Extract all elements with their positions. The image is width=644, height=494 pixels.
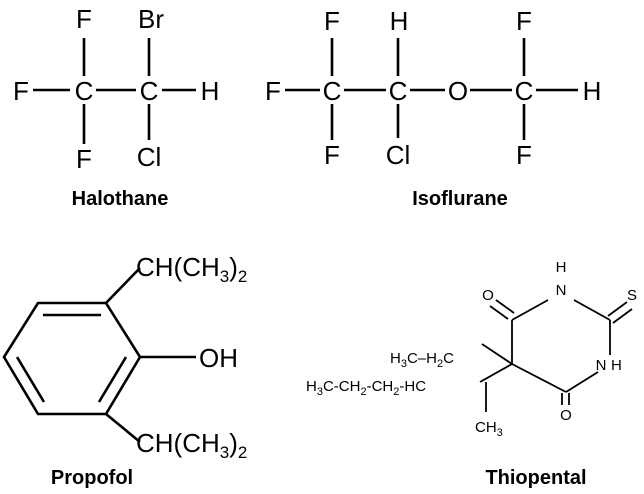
halothane-name: Halothane <box>72 188 169 210</box>
halothane-bonds <box>33 38 196 144</box>
halothane-atom-cl: Cl <box>137 142 162 172</box>
thiopental-atom-o-top: O <box>482 287 494 304</box>
halothane-structure: F Br F C C H F Cl Halothane <box>13 4 219 210</box>
thiopental-exocyclic-bonds <box>479 299 633 412</box>
thiopental-pentyl-group: H3C-CH2-CH2-HC <box>306 378 426 398</box>
propofol-ring <box>2 301 142 416</box>
thiopental-atom-s: S <box>627 287 637 304</box>
isoflurane-atom-c2: C <box>389 76 408 106</box>
isoflurane-atom-c3: C <box>515 76 534 106</box>
halothane-atom-c2: C <box>140 76 159 106</box>
halothane-atom-f-top: F <box>76 4 92 34</box>
propofol-group-top: CH(CH3)2 <box>136 252 247 286</box>
thiopental-structure: O H N S N H O H3C–H2C H3C-CH2-CH2-HC CH3… <box>306 259 637 489</box>
propofol-name: Propofol <box>51 467 133 489</box>
propofol-structure: CH(CH3)2 OH CH(CH3)2 Propofol <box>2 252 247 489</box>
thiopental-methyl-group: CH3 <box>475 419 503 439</box>
isoflurane-atom-f-bottom-right: F <box>516 140 532 170</box>
isoflurane-atom-f-top-left: F <box>324 6 340 36</box>
isoflurane-atom-f-left: F <box>265 76 281 106</box>
propofol-substituent-bonds <box>105 267 196 444</box>
thiopental-atom-n-top: N <box>556 282 567 299</box>
isoflurane-atom-f-top-right: F <box>516 6 532 36</box>
halothane-atom-c1: C <box>75 76 94 106</box>
isoflurane-atom-o: O <box>448 76 468 106</box>
isoflurane-structure: F H F F C C O C H F Cl F Isoflurane <box>265 6 601 210</box>
thiopental-atom-h-right: H <box>611 357 622 374</box>
thiopental-atom-o-bottom: O <box>560 407 572 424</box>
thiopental-atom-h-top: H <box>556 259 567 276</box>
halothane-atom-f-left: F <box>13 76 29 106</box>
propofol-group-bottom: CH(CH3)2 <box>136 428 247 462</box>
halothane-atom-h: H <box>201 76 220 106</box>
propofol-hydroxyl: OH <box>199 343 238 373</box>
thiopental-atom-n-right: N <box>596 357 607 374</box>
thiopental-ring-bonds <box>511 299 611 393</box>
isoflurane-atom-c1: C <box>323 76 342 106</box>
isoflurane-atom-h-right: H <box>583 76 602 106</box>
isoflurane-name: Isoflurane <box>412 188 508 210</box>
thiopental-name: Thiopental <box>485 467 586 489</box>
isoflurane-atom-f-bottom-left: F <box>324 140 340 170</box>
halothane-atom-f-bottom: F <box>76 144 92 174</box>
isoflurane-atom-h-top: H <box>390 6 409 36</box>
thiopental-ethyl-group: H3C–H2C <box>390 350 454 370</box>
isoflurane-bonds <box>285 38 578 140</box>
isoflurane-atom-cl: Cl <box>386 140 411 170</box>
halothane-atom-br: Br <box>138 4 164 34</box>
